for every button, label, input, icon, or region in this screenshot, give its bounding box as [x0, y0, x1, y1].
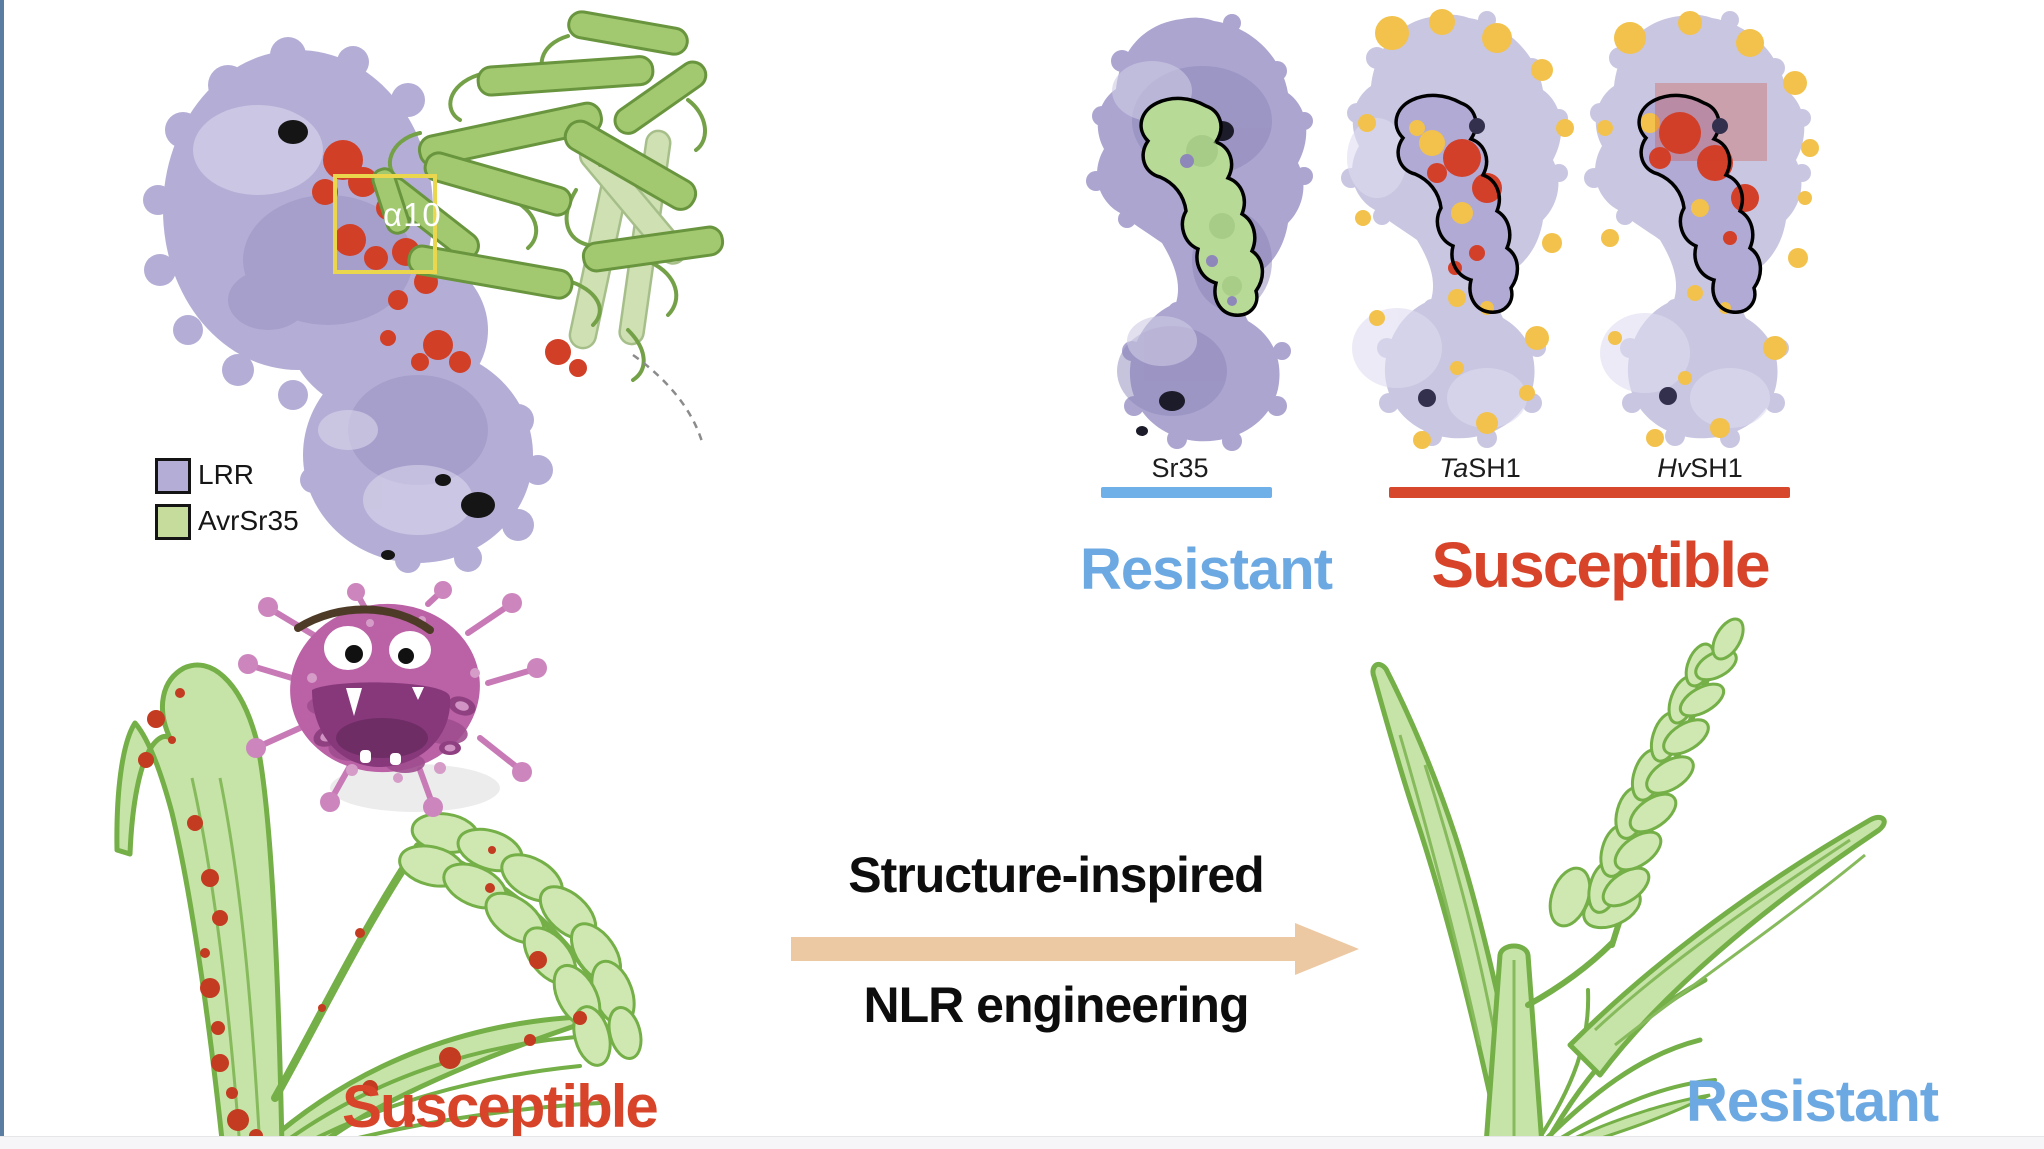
legend-label-lrr: LRR — [198, 459, 255, 490]
tash1-label: TaSH1 — [1439, 453, 1521, 483]
bottom-edge-strip — [0, 1136, 2044, 1149]
arrow-caption-top: Structure-inspired — [848, 847, 1264, 903]
pathogen-cartoon — [238, 581, 547, 817]
lrr-color-swatch — [155, 458, 191, 494]
arrow-caption-bottom: NLR engineering — [863, 977, 1249, 1033]
disordered-loop-dashes — [632, 353, 705, 446]
tash1-surface — [1341, 9, 1574, 449]
tash1-polymorphic-red — [1427, 139, 1502, 275]
susceptible-label-top: Susceptible — [1431, 529, 1770, 601]
hvsh1-polymorphic-yellow — [1597, 11, 1819, 447]
hvsh1-surface — [1584, 11, 1819, 448]
pathogen-mouth — [312, 682, 451, 768]
resistant-label-top: Resistant — [1079, 537, 1333, 602]
engineering-arrow-shaft — [791, 937, 1295, 961]
sr35-label: Sr35 — [1151, 453, 1209, 483]
pathogen-eyes — [324, 626, 431, 670]
alpha10-highlight-box — [333, 174, 437, 274]
engineering-arrow-head — [1295, 923, 1359, 975]
hvsh1-label: HvSH1 — [1657, 453, 1743, 483]
sr35-interface-patch — [1139, 96, 1265, 317]
healthy-wheat-plant — [1370, 617, 1887, 1148]
susceptible-label-bottom: Susceptible — [342, 1073, 659, 1140]
rust-spots — [138, 688, 587, 1149]
diseased-wheat-scene — [114, 581, 643, 1149]
susceptible-underline — [1389, 487, 1790, 498]
resistant-label-bottom: Resistant — [1686, 1069, 1939, 1134]
resistant-underline — [1101, 487, 1272, 498]
pathogen-shadow — [330, 764, 500, 812]
sr35-surface — [1086, 14, 1313, 451]
avrsr35-cartoon — [333, 10, 725, 446]
tash1-polymorphic-yellow — [1355, 9, 1574, 449]
alpha10-label: α10 — [383, 196, 442, 233]
lrr-surface — [143, 37, 587, 573]
left-edge-strip — [0, 0, 4, 1149]
lrr-surface-comparison — [1086, 9, 1819, 451]
pathogen-eyebrow — [294, 605, 434, 634]
sr35-avrsr35-complex-structure — [143, 10, 725, 573]
avrsr35-color-swatch — [155, 504, 191, 540]
legend-label-avrsr35: AvrSr35 — [198, 505, 299, 536]
diseased-wheat-plant — [114, 662, 643, 1149]
hvsh1-polymorphic-red — [1649, 112, 1759, 245]
